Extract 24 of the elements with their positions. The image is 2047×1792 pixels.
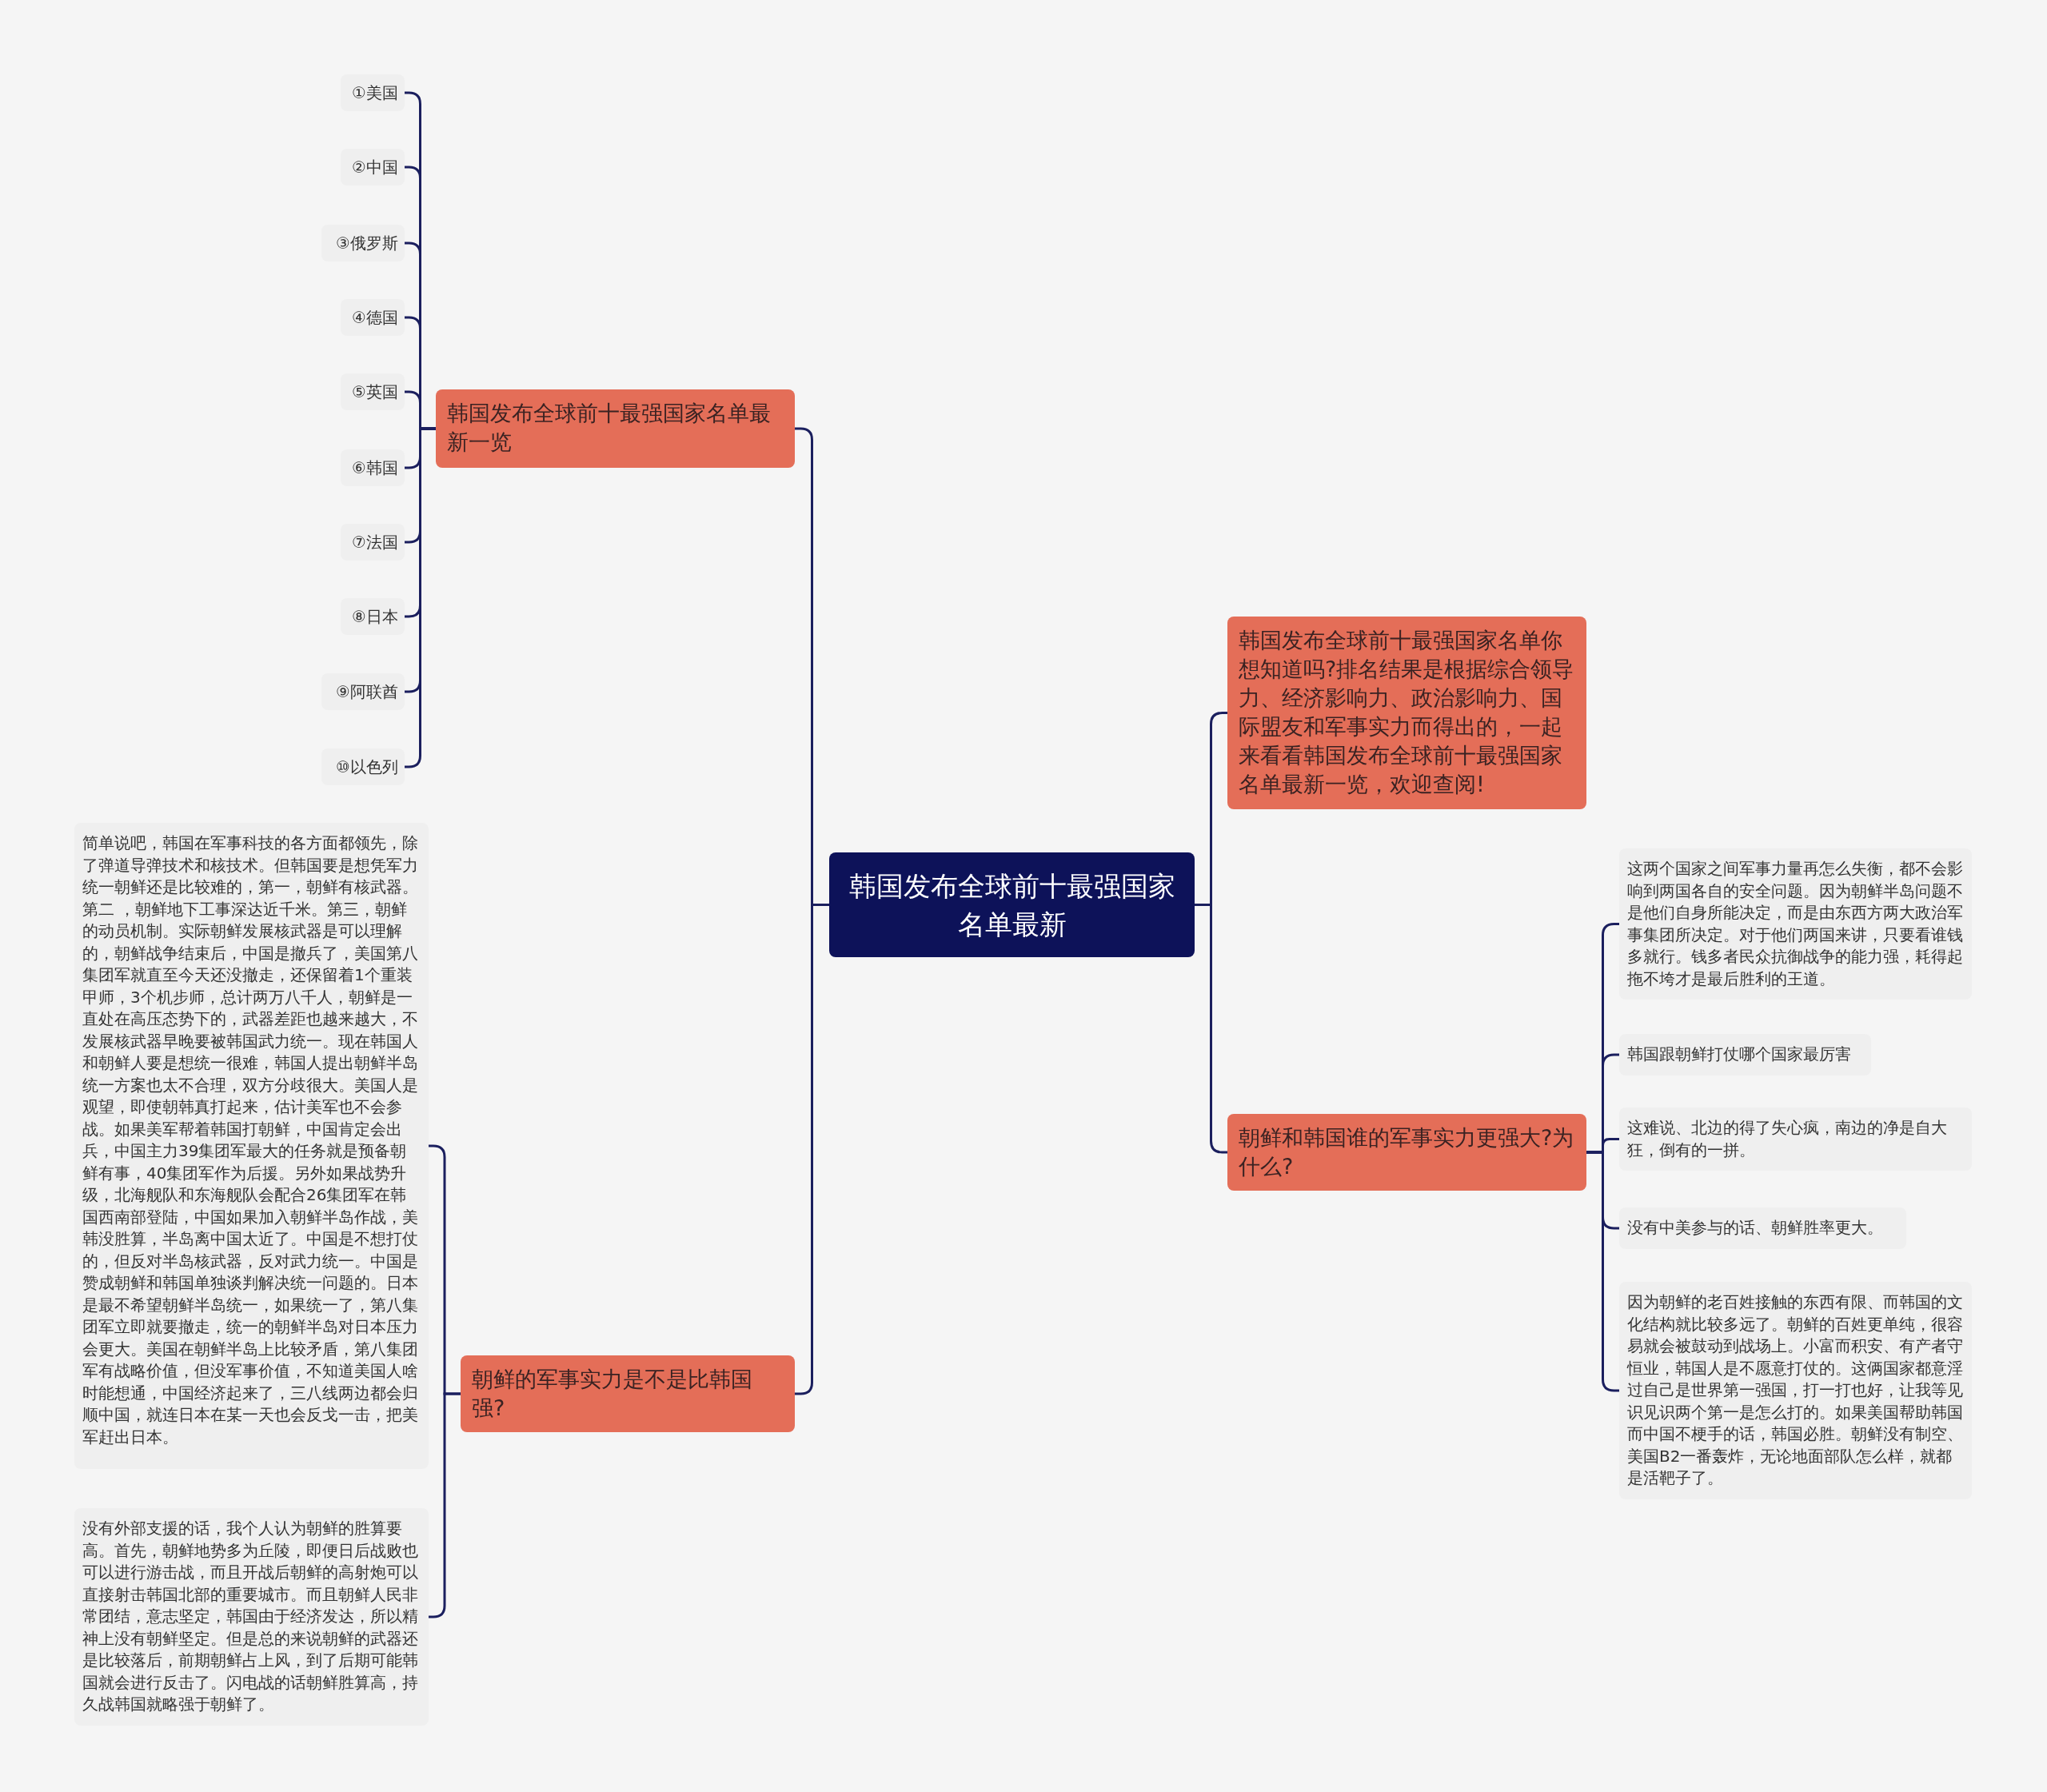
- list-item-box: ⑨阿联酋: [321, 673, 405, 710]
- text-box: 简单说吧，韩国在军事科技的各方面都领先，除了弹道导弹技术和核技术。但韩国要是想凭军力统一朝鲜还是比较难的，第一，朝鲜有核武器。第二 ，朝鲜地下工事深达近千米。第三，朝鲜的动员机制。实际朝鲜发展核武器是可以理解的，朝鲜战争结束后，中国是撤兵了，美国第八集团军就直至今天还没撤走，还保留着1个重装甲师，3个机步师，总计两万八千人，朝鲜是一直处在高压态势下的，武器差距也越来越大，不发展核武器早晚要被韩国武力统一。现在韩国人和朝鲜人要是想统一很难，韩国人提出朝鲜半岛统一方案也太不合理，双方分歧很大。美国人是观望，即使朝韩真打起来，估计美军也不会参战。如果美军帮着韩国打朝鲜，中国肯定会出兵，中国主力39集团军最大的任务就是预备朝鲜有事，40集团军作为后援。另外如果战势升级，北海舰队和东海舰队会配合26集团军在韩国西南部登陆，中国如果加入朝鲜半岛作战，美韩没胜算，半岛离中国太近了。中国是不想打仗的，但反对半岛核武器，反对武力统一。中国是赞成朝鲜和韩国单独谈判解决统一问题的。日本是最不希望朝鲜半岛统一，如果统一了，第八集团军立即就要撤走，统一的朝鲜半岛对日本压力会更大。美国在朝鲜半岛上比较矛盾，第八集团军有战略价值，但没军事价值，不知道美国人啥时能想通，中国经济起来了，三八线两边都会归顺中国，就连日本在某一天也会反戈一击，把美军赶出日本。: [74, 823, 429, 1469]
- list-item-box: ⑦法国: [341, 524, 405, 561]
- text-box: 没有外部支援的话，我个人认为朝鲜的胜算要高。首先，朝鲜地势多为丘陵，即便日后战败也可以进行游击战，而且开战后朝鲜的高射炮可以直接射击韩国北部的重要城市。而且朝鲜人民非常团结，意志坚定，韩国由于经济发达，所以精神上没有朝鲜坚定。但是总的来说朝鲜的武器还是比较落后，前期朝鲜占上风，到了后期可能韩国就会进行反击了。闪电战的话朝鲜胜算高，持久战韩国就略强于朝鲜了。: [74, 1508, 429, 1726]
- connector-line: [405, 427, 436, 768]
- list-item-box: ①美国: [341, 74, 405, 111]
- list-item-box: ②中国: [341, 149, 405, 186]
- text-box: 这难说、北边的得了失心疯，南边的净是自大狂，倒有的一拼。: [1619, 1108, 1972, 1171]
- text-box: 韩国跟朝鲜打仗哪个国家最厉害: [1619, 1034, 1871, 1076]
- central-topic-box: 韩国发布全球前十最强国家名单最新: [829, 852, 1195, 957]
- list-item-box: ④德国: [341, 299, 405, 336]
- text-box: 因为朝鲜的老百姓接触的东西有限、而韩国的文化结构就比较多远了。朝鲜的百姓更单纯，很容易就会被鼓动到战场上。小富而积安、有产者守恒业，韩国人是不愿意打仗的。这俩国家都意淫过自己是世界第一强国，打一打也好，让我等见识见识两个第一是怎么打的。如果美国帮助韩国而中国不梗手的话，韩国必胜。朝鲜没有制空、美国B2一番轰炸，无论地面部队怎么样，就都是活靶子了。: [1619, 1282, 1972, 1499]
- topic-box: 朝鲜和韩国谁的军事实力更强大?为什么?: [1227, 1114, 1586, 1191]
- text-box: 这两个国家之间军事力量再怎么失衡，都不会影响到两国各自的安全问题。因为朝鲜半岛问题不是他们自身所能决定，而是由东西方两大政治军事集团所决定。对于他们两国来讲，只要看谁钱多就行。钱多者民众抗御战争的能力强，耗得起拖不垮才是最后胜利的王道。: [1619, 848, 1972, 1000]
- text-box: 没有中美参与的话、朝鲜胜率更大。: [1619, 1207, 1906, 1249]
- topic-box: 韩国发布全球前十最强国家名单你想知道吗?排名结果是根据综合领导力、经济影响力、政治影响力、国际盟友和军事实力而得出的，一起来看看韩国发布全球前十最强国家名单最新一览，欢迎查阅!: [1227, 617, 1586, 809]
- topic-box: 朝鲜的军事实力是不是比韩国强?: [461, 1355, 795, 1432]
- topic-box: 韩国发布全球前十最强国家名单最新一览: [436, 389, 795, 468]
- list-item-box: ⑥韩国: [341, 449, 405, 486]
- list-item-box: ③俄罗斯: [321, 225, 405, 261]
- connector-line: [1586, 1151, 1619, 1392]
- list-item-box: ⑩以色列: [321, 748, 405, 785]
- list-item-box: ⑧日本: [341, 598, 405, 635]
- list-item-box: ⑤英国: [341, 373, 405, 410]
